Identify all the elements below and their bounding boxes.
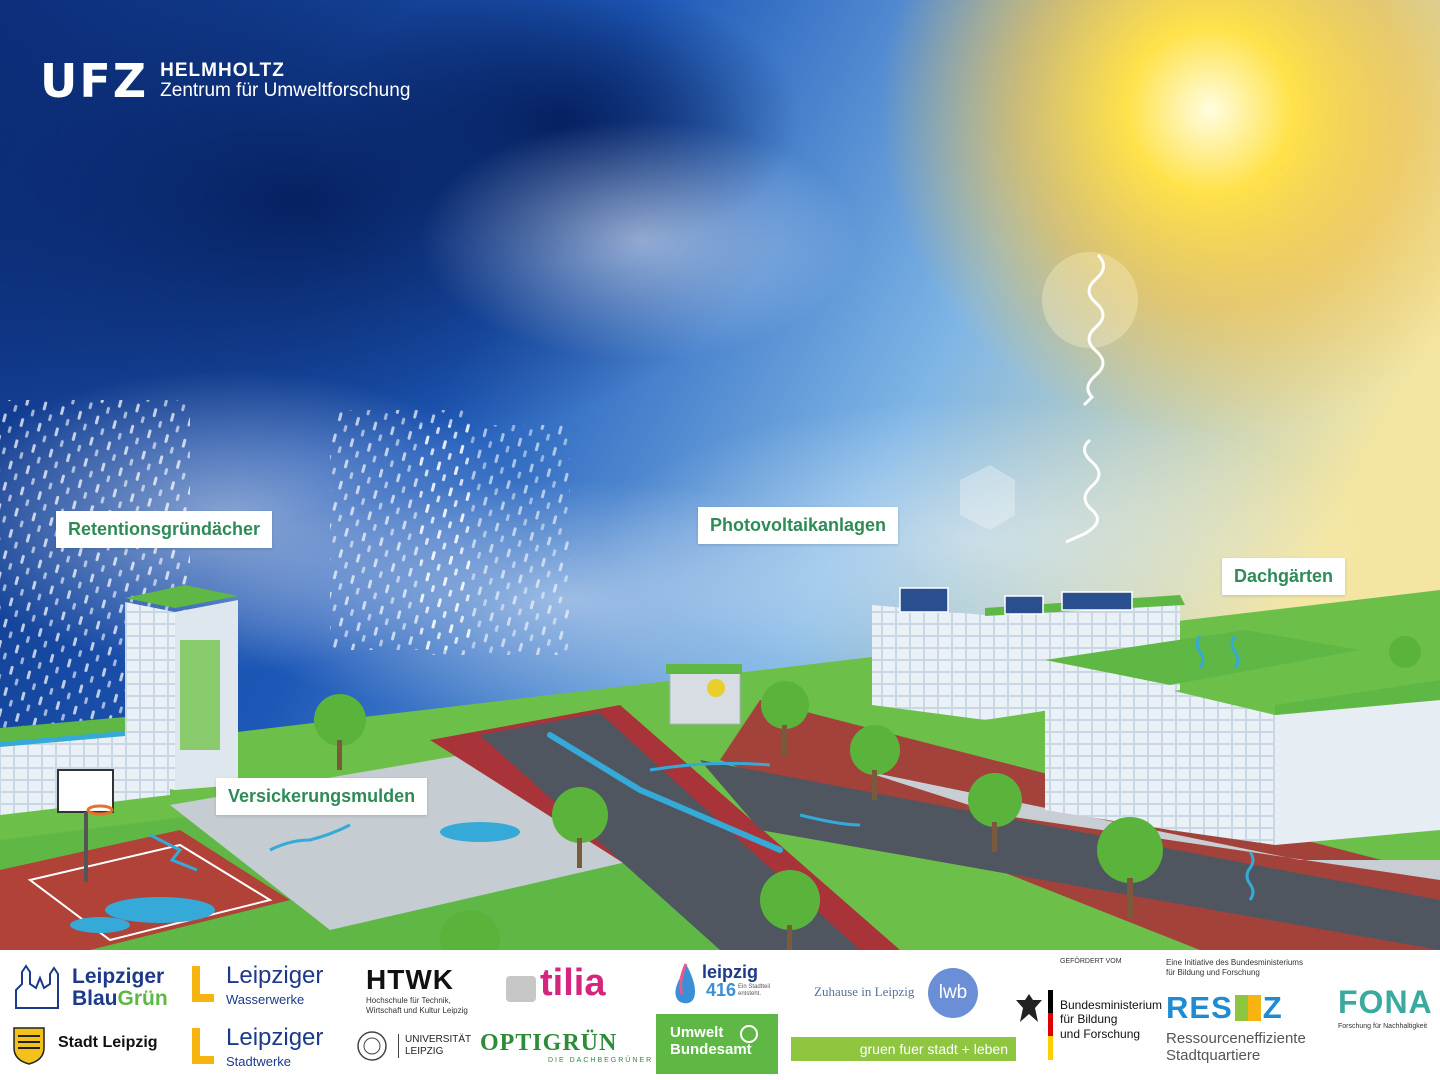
logo-leipziger-blaugruen: Leipziger BlauGrün <box>14 964 168 1015</box>
building-roof-garden <box>1045 668 1170 830</box>
facade-greening <box>180 640 220 750</box>
logo-leipzig-416: leipzig 416 Ein Stadtteil entsteht. <box>672 962 770 1011</box>
sun-ray-arrow <box>1065 253 1105 544</box>
sidewalk <box>860 770 1440 880</box>
puddle <box>70 917 130 933</box>
ufz-mark: UFZ <box>40 54 149 108</box>
lens-flare <box>960 465 1015 530</box>
city-climate-illustration <box>0 0 1440 950</box>
building-roof-garden <box>1170 690 1275 845</box>
leaf-icon <box>506 976 536 1002</box>
resz-squares-icon <box>1234 995 1261 1021</box>
logo-fona: FONA Forschung für Nachhaltigkeit <box>1338 984 1433 1030</box>
logo-universitaet-leipzig: UNIVERSITÄT LEIPZIG <box>356 1030 471 1067</box>
label-roof-gardens: Dachgärten <box>1222 558 1346 595</box>
water-flow-arrow <box>649 761 861 827</box>
basketball-court <box>0 830 290 950</box>
basketball-hoop-ring <box>86 804 114 816</box>
university-seal-icon <box>357 1031 387 1061</box>
partner-logos: Leipziger BlauGrün Stadt Leipzig Leipzig… <box>0 950 1440 1080</box>
water-flow-arrow <box>269 823 351 852</box>
bus-stop-roof <box>666 664 742 674</box>
evaporation-arrow <box>1195 635 1255 901</box>
sun <box>880 0 1440 440</box>
ufz-logo: UFZ HELMHOLTZ Zentrum für Umweltforschun… <box>40 58 410 104</box>
ufz-helmholtz: HELMHOLTZ <box>160 60 285 82</box>
office-building <box>872 605 985 720</box>
green-roof <box>1275 680 1440 715</box>
label-retention-roofs: Retentionsgründächer <box>56 511 273 548</box>
logo-stadt-leipzig: Stadt Leipzig <box>12 1026 158 1071</box>
water-flow-arrow <box>149 833 198 872</box>
federal-eagle-icon <box>1016 994 1042 1022</box>
green-roof <box>125 585 238 608</box>
solar-panel <box>1061 591 1133 611</box>
ufz-subtitle: Zentrum für Umweltforschung <box>160 80 411 101</box>
logo-umweltbundesamt: Umwelt Bundesamt <box>656 1014 778 1074</box>
basketball-hoop-pole <box>84 812 88 882</box>
swale-water <box>440 822 520 842</box>
label-infiltration-swales: Versickerungsmulden <box>216 778 428 815</box>
puddle <box>105 897 215 923</box>
logo-htwk: HTWK Hochschule für Technik, Wirtschaft … <box>366 964 468 1015</box>
bus-stop <box>669 671 741 725</box>
rain <box>420 425 570 655</box>
building-right <box>1275 700 1440 845</box>
uba-emblem-icon <box>740 1025 758 1043</box>
cloud <box>420 120 860 360</box>
skyline-icon <box>15 964 59 1009</box>
solar-panel <box>1004 595 1044 615</box>
bus-stop-sign <box>707 679 725 697</box>
road <box>700 760 1440 950</box>
label-photovoltaic: Photovoltaikanlagen <box>698 507 899 544</box>
coat-of-arms-icon <box>13 1027 45 1065</box>
solar-panel <box>899 587 949 613</box>
logo-optigruen: OPTIGRÜN DIE DACHBEGRÜNER <box>480 1030 654 1064</box>
logo-resz: Eine Initiative des Bundesministeriums f… <box>1166 958 1306 1065</box>
lens-flare <box>1042 252 1138 348</box>
tower-left <box>125 602 175 790</box>
water-flow-arrow <box>547 732 783 853</box>
trees <box>314 636 1421 950</box>
drop-icon <box>675 963 695 1004</box>
logo-gruen-fuer-stadt: gruen fuer stadt + leben <box>791 1037 1016 1061</box>
